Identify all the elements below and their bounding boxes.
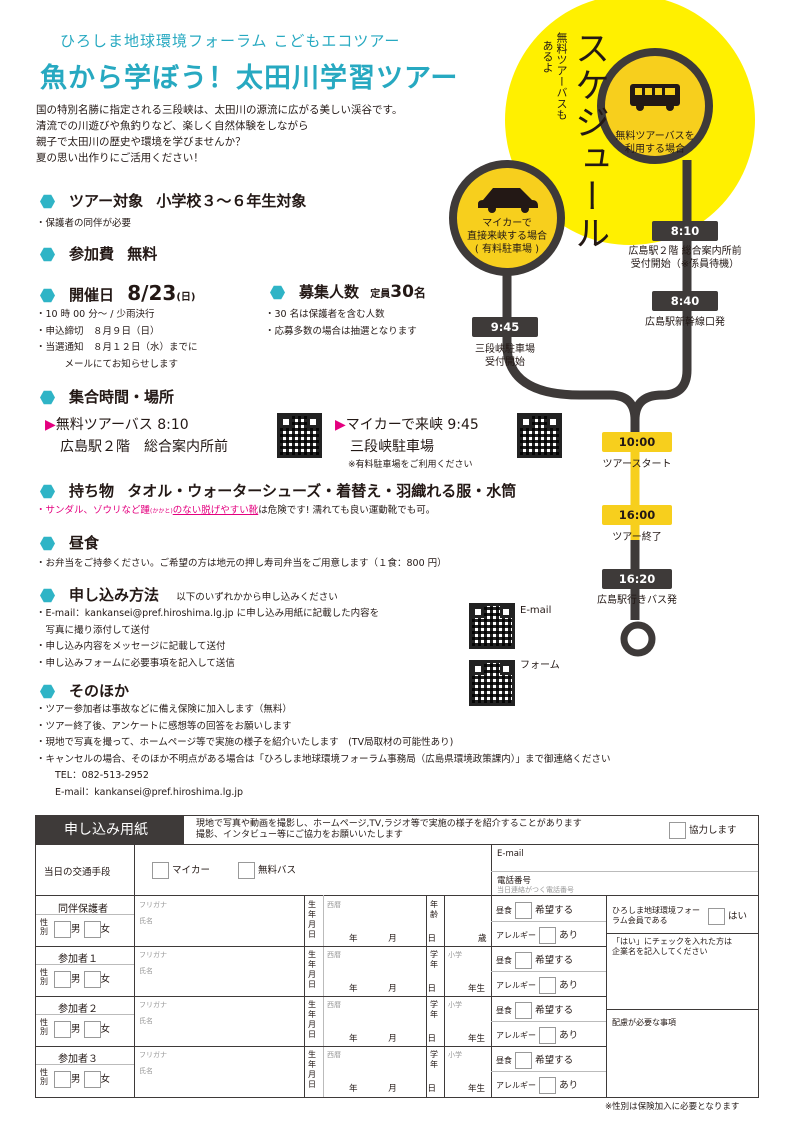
other-notes: ・ツアー参加者は事故などに備え保険に加入します（無料） ・ツアー終了後、アンケー… xyxy=(36,704,611,798)
capacity-notes: ・30 名は保護者を含む人数 ・応募多数の場合は抽選となります xyxy=(265,309,417,337)
triangle-bullet-icon: ▶ xyxy=(335,417,346,433)
transport-car[interactable]: マイカー xyxy=(152,862,210,879)
time-9-45: 9:45 xyxy=(472,317,538,337)
step-label-9-45: 三段峡駐車場 受付開始 xyxy=(475,344,535,368)
participant1-row-label: 参加者１ xyxy=(58,954,98,965)
car-qr-code[interactable] xyxy=(517,413,562,458)
email-qr-code[interactable] xyxy=(469,603,515,649)
transport-label: 当日の交通手段 xyxy=(44,867,111,878)
bus-qr-code[interactable] xyxy=(277,413,322,458)
hexagon-bullet-icon xyxy=(40,288,55,303)
application-form: 申し込み用紙 現地で写真や動画を撮影し、ホームページ,TV,ラジオ等で実施の様子… xyxy=(35,815,759,1098)
triangle-bullet-icon: ▶ xyxy=(45,417,56,433)
hexagon-bullet-icon xyxy=(40,247,55,262)
time-8-40: 8:40 xyxy=(652,291,718,311)
meeting-heading: 集合時間・場所 xyxy=(40,386,174,407)
participant2-sex[interactable]: 男 女 xyxy=(54,1021,110,1038)
schedule-side-note-1: 無料ツアーバスも xyxy=(555,32,568,120)
phone-field[interactable]: 電話番号 xyxy=(497,876,532,886)
hexagon-bullet-icon xyxy=(40,390,55,405)
participant3-sex[interactable]: 男 女 xyxy=(54,1071,110,1088)
date-notes: ・10 時 00 分～ / 少雨決行 ・申込締切 ８月９日（日） ・当選通知 ８… xyxy=(36,309,198,370)
subtitle: ひろしま地球環境フォーラム こどもエコツアー xyxy=(60,32,401,50)
page-title: 魚から学ぼう！太田川学習ツアー xyxy=(40,63,459,94)
time-16-20: 16:20 xyxy=(602,569,672,589)
step-label-8-10: 広島駅２階 総合案内所前 受付開始（※係員待機） xyxy=(628,246,742,270)
apply-heading: 申し込み方法 以下のいずれかから申し込みください xyxy=(40,584,338,605)
email-qr-label: E-mail xyxy=(520,605,552,616)
participant3-row-label: 参加者３ xyxy=(58,1054,98,1065)
items-heading: 持ち物 タオル・ウォーターシューズ・着替え・羽織れる服・水筒 xyxy=(40,480,516,501)
care-field[interactable]: 配慮が必要な事項 xyxy=(612,1018,676,1027)
step-label-8-40: 広島駅新幹線口発 xyxy=(645,317,725,328)
apply-notes: ・E-mail：kankansei@pref.hiroshima.lg.jp に… xyxy=(36,608,380,669)
lunch-heading: 昼食 xyxy=(40,532,99,553)
consent-checkbox[interactable] xyxy=(669,822,686,839)
guardian-birth[interactable]: 年 月 日 xyxy=(349,934,436,944)
car-circle xyxy=(449,160,565,276)
participant1-sex[interactable]: 男 女 xyxy=(54,971,110,988)
meeting-bus: ▶無料ツアーバス 8:10 広島駅２階 総合案内所前 xyxy=(45,417,228,455)
schedule-side-note-2: あるよ xyxy=(541,40,554,73)
car-icon xyxy=(478,188,538,213)
consent-check[interactable]: 協力します xyxy=(669,822,737,839)
hexagon-bullet-icon xyxy=(40,684,55,699)
date-heading: 開催日 8/23(日) xyxy=(40,281,195,305)
member-check[interactable]: はい xyxy=(708,908,747,925)
member-note: 「はい」にチェックを入れた方は 企業名を記入してください xyxy=(612,937,732,956)
bus-checkbox[interactable] xyxy=(238,862,255,879)
step-label-10-00: ツアースタート xyxy=(602,459,672,470)
intro-text: 国の特別名勝に指定される三段峡は、太田川の源流に広がる美しい渓谷です。 清流での… xyxy=(36,104,403,164)
hexagon-bullet-icon xyxy=(40,194,55,209)
form-title: 申し込み用紙 xyxy=(36,816,184,844)
fee-heading: 参加費 無料 xyxy=(40,243,157,264)
car-route-line xyxy=(502,220,640,421)
schedule-title: スケジュール xyxy=(569,30,609,252)
form-qr-code[interactable] xyxy=(469,660,515,706)
email-field[interactable]: E-mail xyxy=(497,849,524,859)
time-10-00: 10:00 xyxy=(602,432,672,452)
meeting-car: ▶マイカーで来峡 9:45 三段峡駐車場 xyxy=(335,417,479,455)
target-note: ・保護者の同伴が必要 xyxy=(36,218,132,229)
time-8-10: 8:10 xyxy=(652,221,718,241)
meeting-car-note: ※有料駐車場をご利用ください xyxy=(348,460,473,470)
step-label-16-00: ツアー終了 xyxy=(612,532,662,543)
guardian-sex[interactable]: 男 女 xyxy=(54,921,110,938)
hexagon-bullet-icon xyxy=(40,484,55,499)
step-label-16-20: 広島駅行きバス発 xyxy=(597,595,677,606)
end-circle xyxy=(620,621,656,657)
guardian-row-label: 同伴保護者 xyxy=(58,904,108,915)
bus-circle-label: 無料ツアーバスを 利用する場合 xyxy=(615,131,695,155)
participant2-row-label: 参加者２ xyxy=(58,1004,98,1015)
other-heading: そのほか xyxy=(40,680,129,701)
car-circle-label: マイカーで 直接来峡する場合 ( 有料駐車場 ) xyxy=(467,218,547,255)
form-footnote: ※性別は保険加入に必要となります xyxy=(605,1102,740,1112)
hexagon-bullet-icon xyxy=(270,285,285,300)
time-16-00: 16:00 xyxy=(602,505,672,525)
hexagon-bullet-icon xyxy=(40,588,55,603)
transport-bus[interactable]: 無料バス xyxy=(238,862,296,879)
form-qr-label: フォーム xyxy=(520,660,560,671)
target-heading: ツアー対象 小学校３～６年生対象 xyxy=(40,190,306,211)
member-question: ひろしま地球環境フォーラム会員である xyxy=(612,906,700,925)
consent-text: 現地で写真や動画を撮影し、ホームページ,TV,ラジオ等で実施の様子を紹介すること… xyxy=(196,819,582,840)
car-checkbox[interactable] xyxy=(152,862,169,879)
hexagon-bullet-icon xyxy=(40,536,55,551)
items-warning: ・サンダル、ゾウリなど踵(かかと)のない脱げやすい靴は危険です! 濡れても良い運… xyxy=(36,505,436,516)
phone-note: 当日連絡がつく電話番号 xyxy=(497,886,574,894)
capacity-heading: 募集人数 定員30名 xyxy=(270,281,426,302)
lunch-note: ・お弁当をご持参ください。ご希望の方は地元の押し寿司弁当をご用意します（１食：8… xyxy=(36,558,447,569)
bus-icon xyxy=(630,84,680,111)
